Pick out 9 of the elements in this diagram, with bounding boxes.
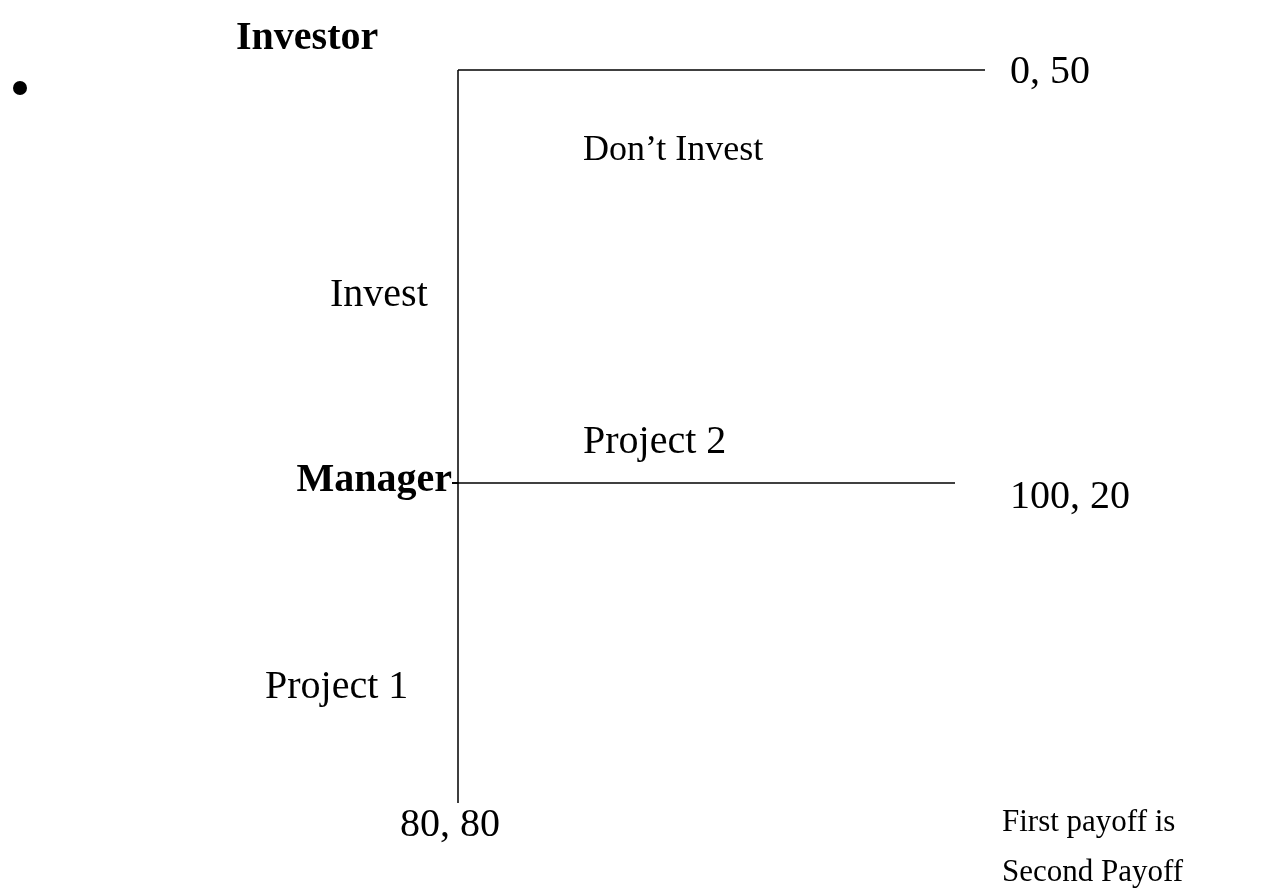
branch-line	[451, 482, 459, 804]
player-name: Manager	[176, 458, 452, 498]
player-name: Investor	[236, 16, 459, 72]
payoff-value: 80, 80	[400, 803, 500, 843]
note-text: Second Payoff	[1002, 855, 1184, 886]
payoff-value: 0, 50	[1010, 50, 1090, 90]
note-text: First payoff is	[1002, 805, 1176, 836]
payoff-value: 100, 20	[1010, 475, 1130, 515]
branch-line	[457, 69, 986, 71]
